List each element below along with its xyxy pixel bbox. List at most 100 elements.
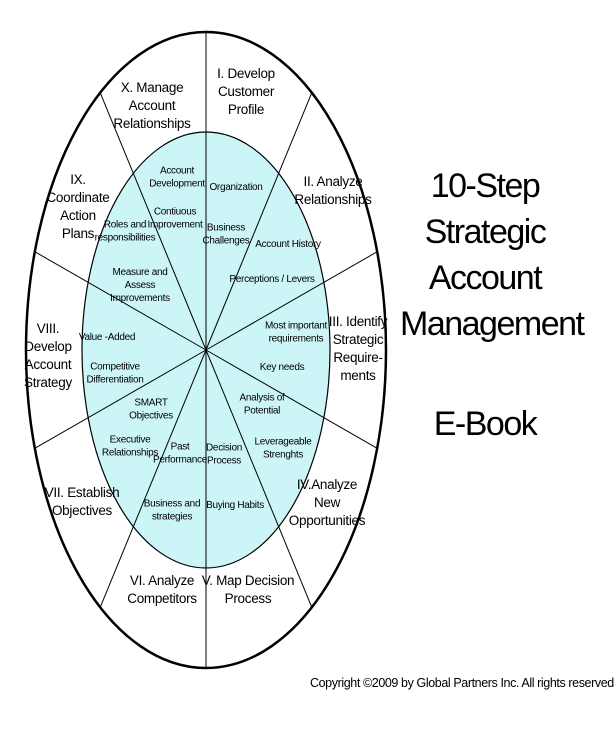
- inner-item-line: Executive: [110, 435, 151, 446]
- inner-item-line: Account History: [255, 239, 321, 250]
- step-label-viii-line: VIII.: [37, 321, 60, 336]
- inner-item-line: Improvements: [110, 293, 170, 304]
- step-label-iii-line: ments: [340, 368, 376, 383]
- inner-item-line: Account: [160, 166, 195, 177]
- inner-item-line: Buying Habits: [206, 500, 264, 511]
- inner-item: Perceptions / Levers: [229, 274, 314, 285]
- wheel-shapes: [24, 30, 388, 670]
- step-label-i-line: Profile: [228, 102, 264, 117]
- step-label-vii-line: VII. Establish: [45, 485, 120, 500]
- step-label-vii-line: Objectives: [52, 503, 113, 518]
- step-label-v-line: Process: [225, 591, 272, 606]
- wheel-spoke: [34, 251, 207, 351]
- inner-item-line: Improvement: [147, 220, 203, 231]
- inner-item-line: strategies: [152, 512, 193, 523]
- copyright-notice: Copyright ©2009 by Global Partners Inc. …: [310, 676, 614, 690]
- inner-item: Account History: [255, 239, 321, 250]
- step-label-x-line: X. Manage: [121, 80, 184, 95]
- step-label-iv-line: IV.Analyze: [297, 477, 357, 492]
- step-label-i-line: I. Develop: [217, 66, 275, 81]
- wheel-spoke: [205, 349, 313, 608]
- inner-item-line: Analysis of: [239, 393, 285, 404]
- inner-item-line: Development: [149, 179, 205, 190]
- step-label-ix-line: Plans: [62, 226, 95, 241]
- inner-item-line: Business and: [144, 499, 200, 510]
- wheel-spoke: [99, 349, 207, 608]
- inner-item-line: Competitive: [90, 362, 140, 373]
- step-label-i-line: Customer: [218, 84, 275, 99]
- step-label-ix-line: IX.: [70, 172, 86, 187]
- inner-item-line: responsibilities: [95, 233, 156, 244]
- inner-item-line: Value -Added: [79, 332, 135, 343]
- step-label-x-line: Relationships: [113, 116, 191, 131]
- step-label-iv-line: Opportunities: [289, 513, 366, 528]
- step-label-iii-line: III. Identify: [329, 314, 388, 329]
- inner-item-line: Performance: [153, 455, 208, 466]
- inner-item-line: Measure and: [112, 267, 167, 278]
- inner-item-line: Perceptions / Levers: [229, 274, 314, 285]
- inner-item-line: Key needs: [260, 362, 305, 373]
- ebook-title: 10-Step Strategic Account Management: [400, 163, 585, 347]
- step-label-iii-line: Strategic: [333, 332, 384, 347]
- inner-item-line: Leverageable: [254, 437, 312, 448]
- inner-item-line: Roles and: [104, 220, 146, 231]
- step-label-iv-line: New: [314, 495, 341, 510]
- inner-item: Value -Added: [79, 332, 135, 343]
- step-label-vi-line: Competitors: [127, 591, 197, 606]
- inner-item-line: Challenges: [202, 236, 249, 247]
- step-label-x-line: Account: [129, 98, 176, 113]
- inner-item-line: Strenghts: [263, 450, 303, 461]
- ebook-subtitle: E-Book: [433, 405, 538, 443]
- inner-item-line: Organization: [209, 182, 262, 193]
- inner-item-line: Contiuous: [154, 207, 197, 218]
- title-line-2: Strategic: [424, 213, 547, 251]
- inner-item: Roles and responsibilities: [95, 220, 156, 244]
- step-label-v-line: V. Map Decision: [202, 573, 295, 588]
- inner-item-line: Relationships: [102, 448, 158, 459]
- inner-item-line: Decision: [206, 443, 242, 454]
- wheel-spoke: [34, 349, 207, 449]
- inner-item-line: Most important: [265, 321, 327, 332]
- wheel-spoke: [99, 92, 207, 351]
- inner-item-line: Assess: [125, 280, 156, 291]
- step-label-ix-line: Action: [60, 208, 96, 223]
- inner-item: Buying Habits: [206, 500, 264, 511]
- step-label-vi-line: VI. Analyze: [130, 573, 194, 588]
- title-line-3: Account: [428, 259, 543, 297]
- wheel-spoke: [205, 251, 378, 351]
- step-label-viii-line: Account: [25, 357, 72, 372]
- inner-item: Key needs: [260, 362, 305, 373]
- inner-item-line: Objectives: [129, 411, 173, 422]
- inner-item: Analysis of Potential: [239, 393, 285, 417]
- inner-item: Organization: [209, 182, 262, 193]
- title-line-4: Management: [400, 305, 585, 343]
- inner-item-line: Differentiation: [86, 375, 143, 386]
- inner-item-line: Past: [171, 442, 190, 453]
- inner-item-line: Process: [207, 456, 241, 467]
- inner-item-line: Potential: [244, 406, 280, 417]
- wheel-spoke: [205, 349, 378, 449]
- inner-item: Business and strategies: [144, 499, 200, 523]
